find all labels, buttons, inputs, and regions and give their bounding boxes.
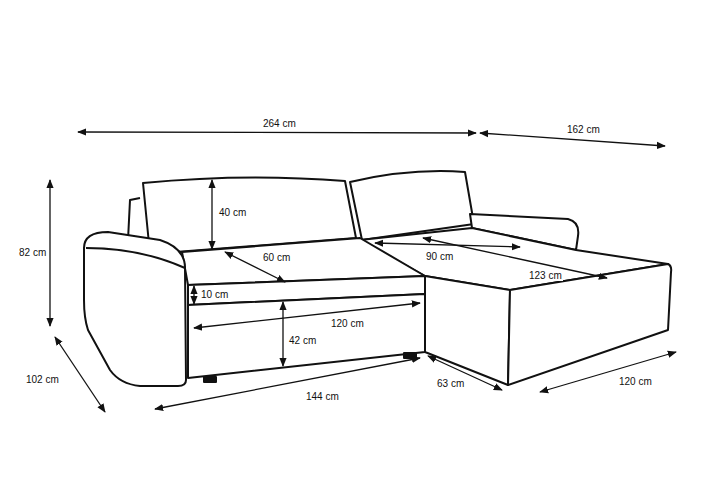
dimension-label: 123 cm [528,270,563,281]
dimension-label: 82 cm [18,247,47,258]
dimension-label: 60 cm [262,252,291,263]
dimension-label: 63 cm [436,378,465,389]
dimension-arrows [50,132,676,412]
dimension-label: 162 cm [566,124,601,135]
dimension-label: 144 cm [305,391,340,402]
dimension-label: 40 cm [218,207,247,218]
dimension-label: 10 cm [200,289,229,300]
sofa-outline [84,171,671,386]
dimension-label: 42 cm [288,335,317,346]
dimension-label: 120 cm [330,318,365,329]
dimension-label: 264 cm [262,118,297,129]
dimension-label: 102 cm [25,374,60,385]
dimension-label: 120 cm [618,376,653,387]
dimension-label: 90 cm [425,251,454,262]
